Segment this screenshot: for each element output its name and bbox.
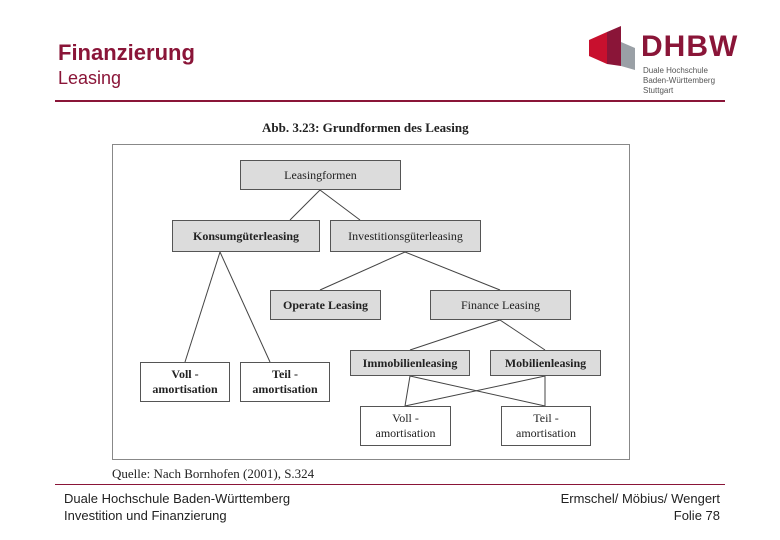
node-vollamortisation-left: Voll - amortisation	[140, 362, 230, 402]
edge-finance-mobil	[499, 319, 546, 351]
node-teilamortisation-right: Teil - amortisation	[501, 406, 591, 446]
node-konsumgueterleasing: Konsumgüterleasing	[172, 220, 320, 252]
dhbw-logo: DHBW Duale Hochschule Baden-Württemberg …	[585, 24, 739, 95]
figure-source: Quelle: Nach Bornhofen (2001), S.324	[112, 466, 315, 481]
edge-immo-teil	[409, 375, 546, 407]
page-title: Finanzierung	[58, 40, 195, 65]
footer-authors: Ermschel/ Möbius/ Wengert	[560, 491, 720, 506]
node-teilamortisation-left: Teil - amortisation	[240, 362, 330, 402]
node-label-line1: Teil -	[272, 367, 298, 381]
edge-root-invest	[319, 189, 361, 221]
header-divider	[55, 100, 725, 102]
page-subtitle: Leasing	[58, 68, 122, 88]
edge-mobil-voll	[404, 375, 546, 407]
node-label-line2: amortisation	[516, 426, 576, 440]
node-label-line1: Teil -	[533, 411, 559, 425]
figure-caption: Abb. 3.23: Grundformen des Leasing	[262, 120, 469, 135]
edge-invest-operate	[319, 251, 406, 291]
node-label-line1: Voll -	[171, 367, 199, 381]
logo-line-2: Baden-Württemberg	[643, 76, 716, 85]
node-immobilienleasing: Immobilienleasing	[350, 350, 470, 376]
node-label-line2: amortisation	[375, 426, 436, 440]
edge-konsum-voll	[184, 251, 221, 363]
node-operate-leasing: Operate Leasing	[270, 290, 381, 320]
logo-wordmark: DHBW	[641, 30, 739, 63]
edge-finance-immo	[409, 319, 501, 351]
footer-institution: Duale Hochschule Baden-Württemberg	[64, 491, 291, 506]
node-vollamortisation-right: Voll - amortisation	[360, 406, 451, 446]
logo-line-3: Stuttgart	[643, 86, 674, 95]
node-label-line2: amortisation	[152, 382, 218, 396]
footer-divider	[55, 484, 725, 485]
edge-root-konsum	[289, 189, 321, 221]
dhbw-logo-mark-icon	[589, 26, 635, 70]
node-finance-leasing: Finance Leasing	[430, 290, 571, 320]
edge-konsum-teil	[219, 251, 271, 363]
footer-slide-number: Folie 78	[673, 508, 720, 523]
node-label-line2: amortisation	[252, 382, 318, 396]
logo-line-1: Duale Hochschule	[643, 66, 708, 75]
edge-invest-finance	[404, 251, 501, 291]
footer-course: Investition und Finanzierung	[64, 508, 227, 523]
edge-immo-voll	[404, 375, 411, 407]
node-mobilienleasing: Mobilienleasing	[490, 350, 601, 376]
node-label-line1: Voll -	[392, 411, 419, 425]
footer-right: Ermschel/ Möbius/ Wengert Folie 78	[561, 490, 720, 524]
node-investitionsgueterleasing: Investitionsgüterleasing	[330, 220, 481, 252]
footer-left: Duale Hochschule Baden-Württemberg Inves…	[64, 490, 290, 524]
node-leasingformen: Leasingformen	[240, 160, 401, 190]
